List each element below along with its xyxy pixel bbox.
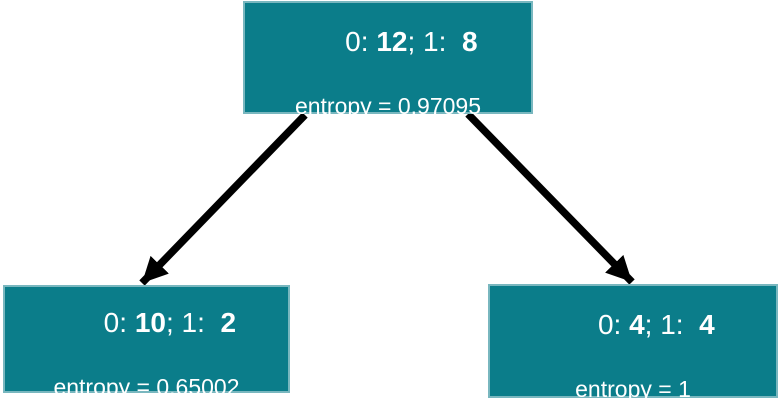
- count-one-label: ; 1:: [644, 309, 700, 340]
- tree-node-root: 0: 12; 1: 8 entropy = 0.97095: [243, 0, 533, 118]
- count-zero-value: 10: [134, 307, 166, 338]
- count-zero-label: 0:: [345, 25, 377, 57]
- count-zero-value: 12: [376, 25, 408, 57]
- node-root-entropy: entropy = 0.97095: [294, 92, 482, 119]
- node-right-counts: 0: 4; 1: 4: [551, 280, 715, 370]
- count-one-label: ; 1:: [165, 307, 221, 338]
- count-one-value: 2: [220, 307, 237, 338]
- node-left-counts: 0: 10; 1: 2: [57, 278, 236, 368]
- count-one-value: 8: [461, 25, 478, 57]
- node-right-entropy: entropy = 1: [575, 376, 691, 401]
- count-zero-label: 0:: [597, 309, 630, 340]
- edge-root-to-left-arrow: [139, 112, 308, 286]
- edge-root-to-right-arrow: [465, 111, 635, 285]
- count-one-value: 4: [699, 309, 715, 340]
- tree-node-left-child: 0: 10; 1: 2 entropy = 0.65002: [3, 285, 290, 400]
- count-zero-value: 4: [629, 309, 645, 340]
- count-one-label: ; 1:: [407, 25, 462, 57]
- tree-node-right-child: 0: 4; 1: 4 entropy = 1: [488, 284, 778, 401]
- node-left-entropy: entropy = 0.65002: [53, 374, 240, 400]
- node-root-counts: 0: 12; 1: 8: [298, 0, 477, 87]
- count-zero-label: 0:: [103, 307, 135, 338]
